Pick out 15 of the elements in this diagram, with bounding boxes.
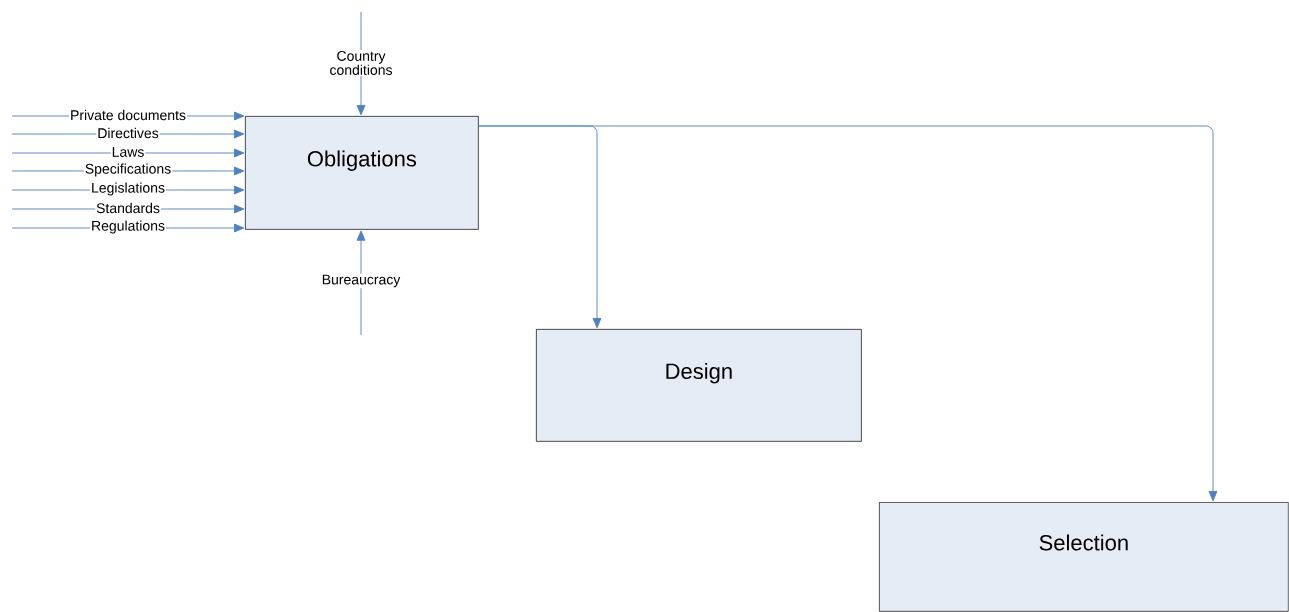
edge-label: Country conditions xyxy=(320,50,402,76)
edge-label: Laws xyxy=(110,146,146,158)
arrow xyxy=(11,148,245,158)
arrow xyxy=(356,230,366,336)
edge-label: Specifications xyxy=(83,162,173,178)
edge-label: Regulations xyxy=(90,219,166,235)
edge-label: Legislations xyxy=(90,181,166,197)
process-box: Selection xyxy=(879,502,1289,612)
edge-label: Directives xyxy=(96,126,160,140)
process-box: Obligations xyxy=(245,116,479,230)
arrow xyxy=(478,125,1218,502)
process-box: Design xyxy=(536,329,862,442)
edge-label: Bureaucracy xyxy=(320,273,402,289)
edge-label: Private documents xyxy=(69,108,187,122)
edge-label: Standards xyxy=(95,201,161,215)
